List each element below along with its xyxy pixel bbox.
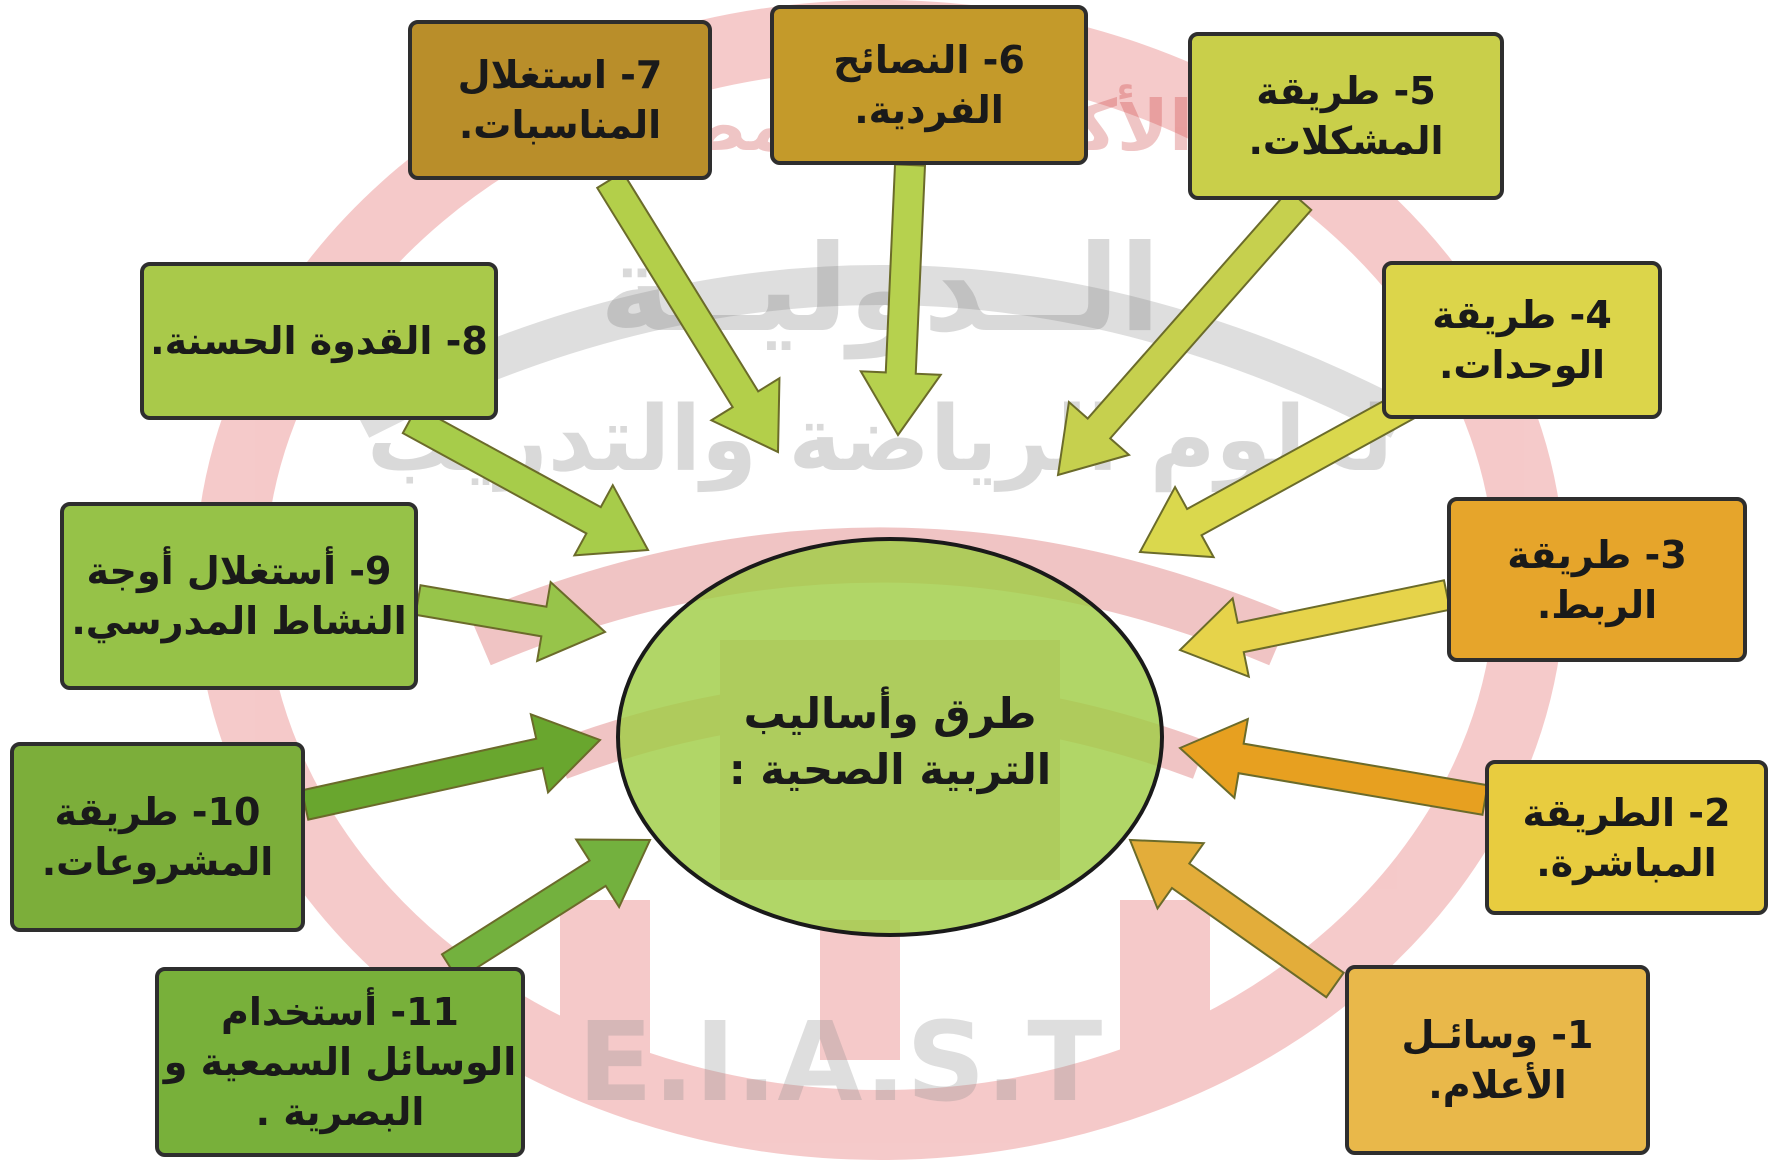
arrow-10 <box>300 712 602 821</box>
center-title: طرق وأساليب التربية الصحية : <box>728 689 1052 794</box>
method-box-8: 8- القدوة الحسنة. <box>140 262 498 420</box>
method-box-6: 6- النصائح الفردية. <box>770 5 1088 165</box>
method-label-10: 10- طريقة المشروعات. <box>41 790 274 884</box>
arrow-2 <box>1178 717 1489 816</box>
method-label-6: 6- النصائح الفردية. <box>833 38 1025 132</box>
arrow-5 <box>1056 188 1313 477</box>
method-box-3: 3- طريقة الربط. <box>1447 497 1747 662</box>
center-ellipse: طرق وأساليب التربية الصحية : <box>616 537 1164 937</box>
method-box-1: 1- وسائـل الأعلام. <box>1345 965 1650 1155</box>
method-box-9: 9- أستغلال أوجة النشاط المدرسي. <box>60 502 418 690</box>
method-label-9: 9- أستغلال أوجة النشاط المدرسي. <box>71 549 407 643</box>
method-box-5: 5- طريقة المشكلات. <box>1188 32 1504 200</box>
method-label-5: 5- طريقة المشكلات. <box>1248 69 1444 163</box>
arrow-1 <box>1128 838 1346 999</box>
arrow-11 <box>440 838 652 982</box>
method-label-8: 8- القدوة الحسنة. <box>150 319 488 363</box>
method-box-7: 7- استغلال المناسبات. <box>408 20 712 180</box>
method-label-11: 11- أستخدام الوسائل السمعية و البصرية . <box>163 990 517 1134</box>
method-box-10: 10- طريقة المشروعات. <box>10 742 305 932</box>
arrow-6 <box>859 163 943 437</box>
method-label-1: 1- وسائـل الأعلام. <box>1401 1013 1594 1107</box>
method-label-3: 3- طريقة الربط. <box>1507 532 1687 627</box>
arrow-3 <box>1178 579 1452 679</box>
method-box-11: 11- أستخدام الوسائل السمعية و البصرية . <box>155 967 525 1157</box>
method-label-2: 2- الطريقة المباشرة. <box>1522 790 1731 885</box>
arrow-7 <box>595 170 781 454</box>
arrow-4 <box>1138 383 1429 559</box>
arrow-9 <box>414 580 607 663</box>
method-box-4: 4- طريقة الوحدات. <box>1382 261 1662 419</box>
method-label-7: 7- استغلال المناسبات. <box>457 53 663 147</box>
method-box-2: 2- الطريقة المباشرة. <box>1485 760 1768 915</box>
method-label-4: 4- طريقة الوحدات. <box>1432 293 1612 387</box>
arrow-8 <box>401 405 650 557</box>
watermark-abbr: E.I.A.S.T <box>578 998 1103 1126</box>
